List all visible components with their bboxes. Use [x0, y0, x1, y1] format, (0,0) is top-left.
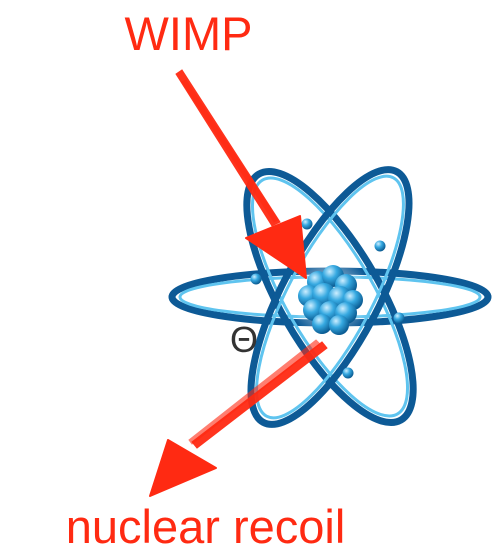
- outgoing-arrow: [150, 340, 327, 496]
- nuclear-recoil-label: nuclear recoil: [0, 503, 411, 550]
- scattering-angle-label: Θ: [230, 322, 258, 358]
- atom-icon: [172, 149, 488, 445]
- wimp-label: WIMP: [0, 10, 377, 57]
